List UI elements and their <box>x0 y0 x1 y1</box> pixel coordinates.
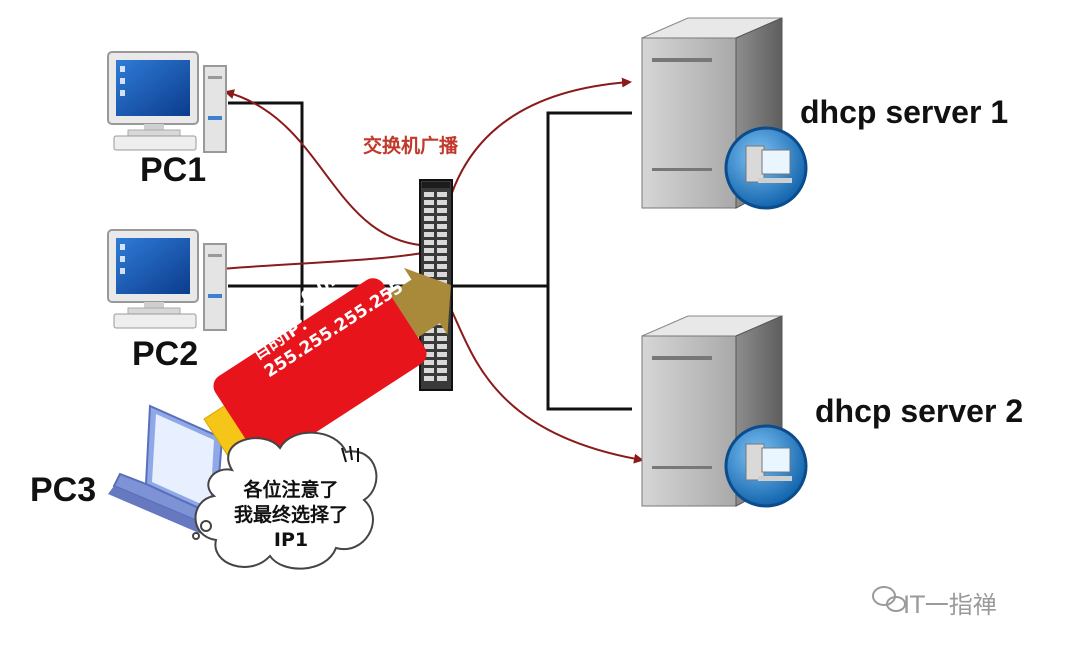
arrow-to-pc2 <box>206 249 441 275</box>
switch-port <box>424 328 434 333</box>
switch-port <box>424 368 434 373</box>
switch-port <box>424 376 434 381</box>
pc2-label: PC2 <box>132 335 199 373</box>
arrow-to-server2 <box>439 289 644 464</box>
switch-port <box>437 208 447 213</box>
switch-port <box>437 360 447 365</box>
switch-port <box>424 272 434 277</box>
switch-port <box>424 240 434 245</box>
speech-line3: IP1 <box>273 529 309 551</box>
arrow-to-server1 <box>439 77 632 249</box>
switch-port <box>437 192 447 197</box>
pc1-label: PC1 <box>140 151 207 189</box>
switch-port <box>424 200 434 205</box>
switch-port <box>437 352 447 357</box>
wire-server1 <box>546 111 632 286</box>
switch-port <box>424 224 434 229</box>
server1-label: dhcp server 1 <box>800 94 1009 130</box>
watermark-text: IT一指禅 <box>903 591 997 619</box>
exclaim-marks <box>341 445 359 463</box>
desktop-computer-icon <box>107 51 227 153</box>
switch-port <box>424 216 434 221</box>
wire-server2 <box>546 286 632 411</box>
server-icon <box>641 315 808 508</box>
switch-port <box>437 336 447 341</box>
switch-port <box>437 272 447 277</box>
switch-port <box>437 232 447 237</box>
switch-port <box>437 376 447 381</box>
switch-port <box>437 344 447 349</box>
wechat-icon <box>872 586 906 612</box>
speech-line2: 我最终选择了 <box>233 504 348 526</box>
switch-port <box>424 360 434 365</box>
switch-port <box>424 336 434 341</box>
switch-port <box>424 264 434 269</box>
server2-label: dhcp server 2 <box>815 393 1024 429</box>
speech-cloud <box>192 431 378 570</box>
switch-port <box>437 240 447 245</box>
switch-port <box>437 328 447 333</box>
laptop-icon <box>108 404 224 536</box>
switch-port <box>437 224 447 229</box>
switch-port <box>424 208 434 213</box>
desktop-computer-icon <box>107 229 227 331</box>
switch-port <box>437 200 447 205</box>
switch-port <box>437 368 447 373</box>
server-icon <box>641 17 808 210</box>
switch-port <box>424 352 434 357</box>
speech-text: 各位注意了 我最终选择了 IP1 <box>216 478 366 553</box>
switch-port <box>437 248 447 253</box>
switch-port <box>437 216 447 221</box>
speech-line1: 各位注意了 <box>243 479 339 501</box>
switch-port <box>424 248 434 253</box>
arrow-to-pc1 <box>224 89 441 248</box>
switch-port <box>424 192 434 197</box>
switch-port <box>424 256 434 261</box>
switch-port <box>437 264 447 269</box>
pc3-label: PC3 <box>30 471 97 509</box>
broadcast-label: 交换机广播 <box>363 135 459 157</box>
switch-port <box>424 232 434 237</box>
switch-port <box>437 256 447 261</box>
dhcp-request-packet <box>203 267 451 462</box>
switch-port <box>424 344 434 349</box>
